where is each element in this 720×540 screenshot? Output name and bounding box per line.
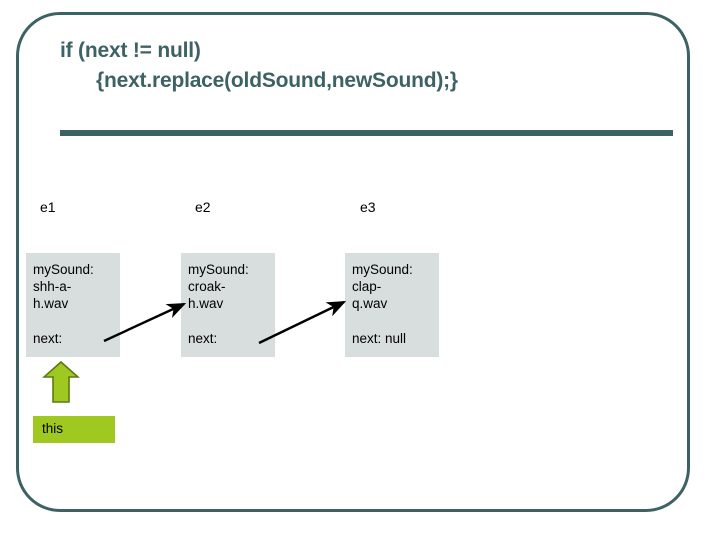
node-next-field: next: <box>188 331 218 346</box>
node-box-e1: mySound: shh-a- h.wav next: <box>26 253 120 357</box>
node-box-e3: mySound: clap- q.wav next: null <box>345 253 439 357</box>
this-label-text: this <box>42 421 64 436</box>
node-next-field: next: null <box>352 331 407 346</box>
slide-frame-border <box>16 12 690 512</box>
column-label-e1: e1 <box>40 199 56 215</box>
node-sound-value: clap- q.wav <box>352 279 388 311</box>
up-block-arrow-icon <box>42 360 80 403</box>
node-sound-value: croak- h.wav <box>188 279 226 311</box>
node-box-e2: mySound: croak- h.wav next: <box>181 253 275 357</box>
code-line-1: if (next != null) <box>60 39 201 62</box>
column-label-e3: e3 <box>360 199 376 215</box>
column-label-e2: e2 <box>195 199 211 215</box>
node-sound-label: mySound: <box>33 262 94 277</box>
node-next-field: next: <box>33 331 63 346</box>
page-title: if (next != null) {next.replace(oldSound… <box>60 36 660 96</box>
this-pointer-label: this <box>33 416 115 443</box>
title-divider <box>60 130 673 136</box>
node-sound-label: mySound: <box>188 262 249 277</box>
node-sound-label: mySound: <box>352 262 413 277</box>
node-sound-value: shh-a- h.wav <box>33 279 72 311</box>
code-line-2: {next.replace(oldSound,newSound);} <box>96 69 458 92</box>
